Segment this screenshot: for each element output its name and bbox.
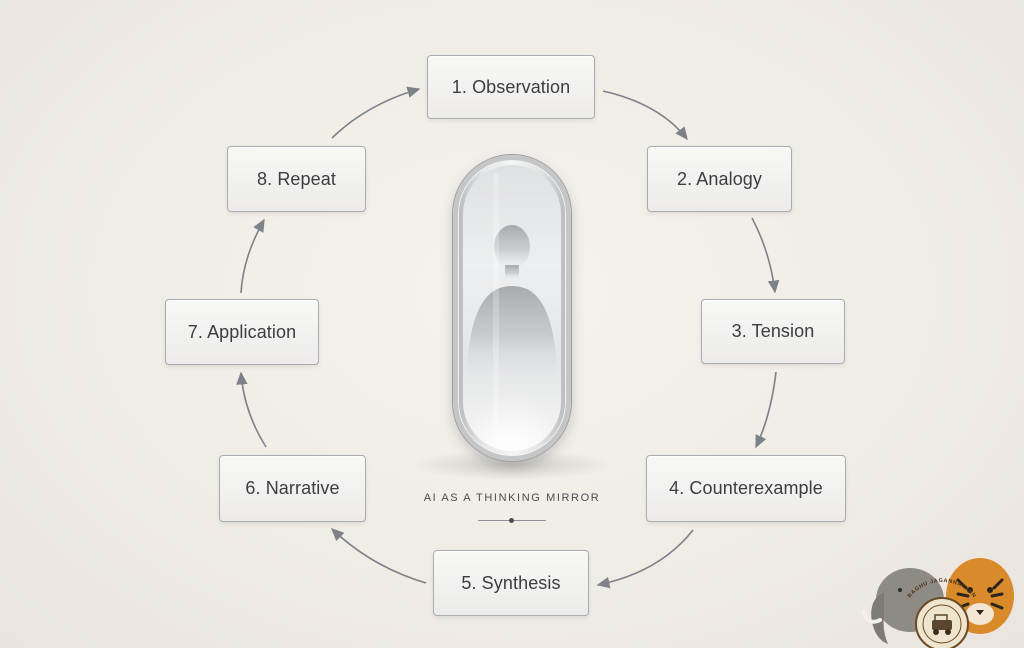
arrow-1-to-2 xyxy=(602,90,688,141)
badge-emblem: RAGHU JAGANNATHAN xyxy=(907,578,977,648)
arrow-6-to-7 xyxy=(236,371,267,448)
step-label: 6. Narrative xyxy=(245,478,340,498)
arrow-4-to-5 xyxy=(596,529,694,589)
brand-logo: RAGHU JAGANNATHAN xyxy=(862,558,1014,648)
mirror-glass xyxy=(463,165,561,451)
step-application: 7. Application xyxy=(165,299,319,365)
step-label: 1. Observation xyxy=(451,76,571,97)
arrow-3-to-4 xyxy=(755,371,777,449)
step-label: 3. Tension xyxy=(731,321,815,341)
mirror-shine xyxy=(463,391,561,451)
step-label: 7. Application xyxy=(187,321,297,342)
person-silhouette-icon xyxy=(467,173,557,443)
arrow-7-to-8 xyxy=(240,218,265,294)
arrow-8-to-1 xyxy=(331,86,421,139)
step-analogy: 2. Analogy xyxy=(647,146,792,212)
arrow-5-to-6 xyxy=(330,528,427,584)
arrow-2-to-3 xyxy=(751,217,780,294)
mirror-illustration xyxy=(453,155,571,461)
jeep-icon xyxy=(932,614,952,635)
step-label: 2. Analogy xyxy=(676,168,763,189)
step-repeat: 8. Repeat xyxy=(227,146,366,212)
step-observation: 1. Observation xyxy=(427,55,595,119)
step-label: 4. Counterexample xyxy=(669,478,823,498)
step-counterexample: 4. Counterexample xyxy=(646,455,846,522)
step-label: 8. Repeat xyxy=(257,168,336,189)
diagram-caption: AI AS A THINKING MIRROR xyxy=(423,492,601,504)
caption-dot xyxy=(509,518,514,523)
step-label: 5. Synthesis xyxy=(461,572,561,593)
step-narrative: 6. Narrative xyxy=(219,455,366,522)
step-tension: 3. Tension xyxy=(701,299,845,364)
step-synthesis: 5. Synthesis xyxy=(433,550,589,616)
